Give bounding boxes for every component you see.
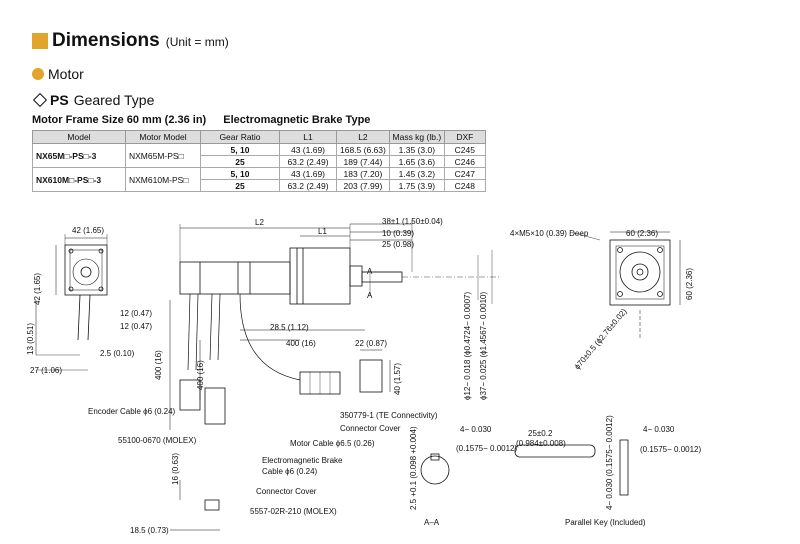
bullet-dot-icon bbox=[32, 68, 44, 80]
header-square-icon bbox=[32, 33, 48, 49]
tap-holes: 4×M5×10 (0.39) Deep bbox=[510, 229, 589, 238]
brake-cable-label-1: Electromagnetic Brake bbox=[262, 456, 343, 465]
dim-38: 38±1 (1.50±0.04) bbox=[382, 217, 443, 226]
dim-40: 40 (1.57) bbox=[393, 363, 402, 395]
key-height-dim: 4− 0.030 (0.1575− 0.0012) bbox=[605, 415, 614, 510]
brake-cable-label-2: Cable ϕ6 (0.24) bbox=[262, 467, 318, 476]
key-top-dim: 4− 0.030 bbox=[460, 425, 492, 434]
parallel-key-label: Parallel Key (Included) bbox=[565, 518, 646, 527]
geared-type-label: Geared Type bbox=[73, 92, 155, 108]
dim-18-5: 18.5 (0.73) bbox=[130, 526, 169, 535]
key-width-dim: 4− 0.030 bbox=[643, 425, 675, 434]
te-connector-label: 350779-1 (TE Connectivity) bbox=[340, 411, 438, 420]
pcd-dim: ϕ70±0.5 (ϕ2.76±0.02) bbox=[573, 307, 629, 372]
dim-22: 22 (0.87) bbox=[355, 339, 387, 348]
col-mass: Mass kg (lb.) bbox=[388, 130, 445, 144]
brake-type-label: Electromagnetic Brake Type bbox=[223, 114, 371, 126]
dim-12b: 12 (0.47) bbox=[120, 322, 152, 331]
molex-55100-label: 55100-0670 (MOLEX) bbox=[118, 436, 197, 445]
dim-13: 13 (0.51) bbox=[26, 323, 35, 355]
table-row: NX610M□-PS□-3 NXM610M-PS□ 5, 10 43 (1.69… bbox=[32, 167, 486, 192]
dim-28-5: 28.5 (1.12) bbox=[270, 323, 309, 332]
table-row: 25 63.2 (2.49) 203 (7.99) 1.75 (3.9) C24… bbox=[33, 179, 486, 192]
molex-5557-label: 5557-02R-210 (MOLEX) bbox=[250, 507, 337, 516]
geared-type-heading: PS Geared Type bbox=[32, 92, 154, 108]
front-width-dim: 42 (1.65) bbox=[72, 226, 104, 235]
cell-dxf[interactable]: C248 bbox=[443, 179, 486, 192]
unit-note: (Unit = mm) bbox=[165, 35, 229, 49]
cell-l1: 63.2 (2.49) bbox=[279, 179, 337, 192]
dim-400c: 400 (16) bbox=[286, 339, 316, 348]
page-title: Dimensions bbox=[52, 30, 160, 51]
front-view-outline bbox=[64, 244, 108, 296]
dim-l1: L1 bbox=[318, 227, 327, 236]
dim-400a: 400 (16) bbox=[154, 350, 163, 380]
spec-table: Model Motor Model Gear Ratio L1 L2 Mass … bbox=[32, 130, 486, 192]
dim-2-5: 2.5 (0.10) bbox=[100, 349, 135, 358]
col-l2: L2 bbox=[336, 130, 390, 144]
section-header: Dimensions (Unit = mm) bbox=[32, 30, 229, 52]
aa-section bbox=[420, 455, 450, 485]
cell-motor-model: NXM610M-PS□ bbox=[125, 167, 201, 192]
key-width-dim-in: (0.1575− 0.0012) bbox=[640, 445, 701, 454]
section-a-top: A bbox=[367, 267, 373, 276]
gearhead bbox=[289, 247, 351, 305]
connector-cover-label-2: Connector Cover bbox=[256, 487, 317, 496]
col-gear-ratio: Gear Ratio bbox=[200, 130, 280, 144]
col-motor-model: Motor Model bbox=[125, 130, 201, 144]
dim-25: 25 (0.98) bbox=[382, 240, 414, 249]
aa-depth-dim: 2.5 +0.1 (0.098 +0.004) bbox=[409, 426, 418, 510]
dim-16: 16 (0.63) bbox=[171, 453, 180, 485]
side-height-dim: 60 (2.36) bbox=[685, 268, 694, 300]
dim-10: 10 (0.39) bbox=[382, 229, 414, 238]
shaft-dia-12: ϕ12− 0.018 (ϕ0.4724− 0.0007) bbox=[463, 292, 472, 400]
dim-27: 27 (1.06) bbox=[30, 366, 62, 375]
encoder-cable-label: Encoder Cable ϕ6 (0.24) bbox=[88, 407, 176, 416]
connector-cover-label-1: Connector Cover bbox=[340, 424, 401, 433]
frame-size-label: Motor Frame Size 60 mm (2.36 in) bbox=[32, 114, 207, 126]
key-length-dim-in: (0.984±0.008) bbox=[516, 439, 566, 448]
motor-heading: Motor bbox=[32, 66, 84, 82]
cell-model: NX610M□-PS□-3 bbox=[32, 167, 126, 192]
front-height-dim: 42 (1.65) bbox=[33, 273, 42, 305]
side-width-dim: 60 (2.36) bbox=[626, 229, 658, 238]
motor-cable-label: Motor Cable ϕ6.5 (0.26) bbox=[290, 439, 375, 448]
parallel-key-side bbox=[619, 439, 629, 496]
key-top-dim-in: (0.1575− 0.0012) bbox=[456, 444, 517, 453]
shaft-dia-37: ϕ37− 0.025 (ϕ1.4567− 0.0010) bbox=[479, 292, 488, 400]
flange-view bbox=[609, 239, 671, 306]
motor-body bbox=[179, 261, 291, 295]
aa-section-label: A–A bbox=[424, 518, 440, 527]
dim-400b: 400 (16) bbox=[196, 360, 205, 390]
parallel-key bbox=[514, 444, 596, 458]
ps-label: PS bbox=[50, 92, 69, 108]
key-length-dim: 25±0.2 bbox=[528, 429, 553, 438]
dim-l2: L2 bbox=[255, 218, 264, 227]
frame-size-heading: Motor Frame Size 60 mm (2.36 in) Electro… bbox=[32, 114, 384, 126]
motor-label: Motor bbox=[48, 66, 84, 82]
section-a-bottom: A bbox=[367, 291, 373, 300]
dim-12a: 12 (0.47) bbox=[120, 309, 152, 318]
